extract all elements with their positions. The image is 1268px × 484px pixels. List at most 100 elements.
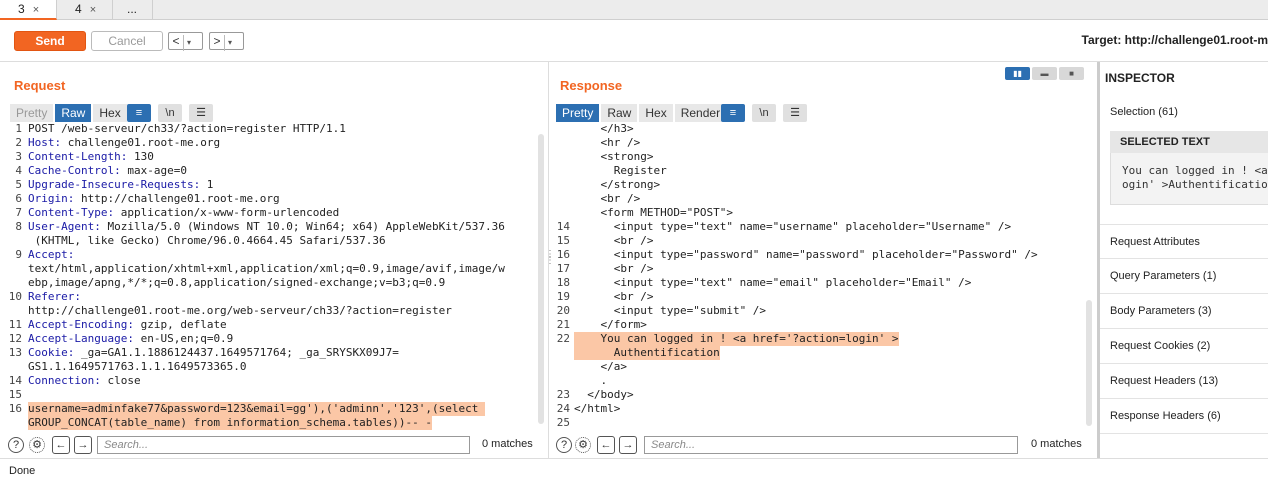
request-title: Request: [14, 78, 66, 93]
request-line: Accept-Language: en-US,en;q=0.9: [28, 332, 233, 346]
header-name: Content-Length:: [28, 150, 128, 163]
chevron-down-icon[interactable]: ▾: [183, 35, 194, 51]
response-format-tabs: Pretty Raw Hex Render: [556, 104, 727, 122]
request-line: Cache-Control: max-age=0: [28, 164, 187, 178]
line-number: 4: [15, 164, 22, 177]
response-line: <input type="submit" />: [574, 304, 767, 317]
response-scrollbar[interactable]: [1086, 300, 1092, 426]
newline-icon[interactable]: \n: [752, 104, 776, 122]
response-line: </form>: [574, 318, 647, 331]
format-hex[interactable]: Hex: [93, 104, 127, 122]
response-search-bar: ? ⚙ ← → Search... 0 matches: [548, 434, 1097, 456]
match-count: 0 matches: [1031, 438, 1082, 450]
tab-more[interactable]: ...: [113, 0, 153, 20]
line-number: 11: [8, 318, 22, 331]
drag-handle-icon[interactable]: ⋮⋮: [545, 249, 555, 266]
inspector-request-cookies[interactable]: Request Cookies (2): [1100, 329, 1268, 364]
line-number: 24: [556, 402, 570, 415]
format-render[interactable]: Render: [674, 104, 727, 122]
response-title: Response: [560, 78, 623, 93]
request-line: Content-Type: application/x-www-form-url…: [28, 206, 339, 220]
line-number: 7: [15, 206, 22, 219]
tab-3[interactable]: 3×: [0, 0, 57, 20]
inspector-query-parameters[interactable]: Query Parameters (1): [1100, 259, 1268, 294]
layout-side-by-side-icon[interactable]: ▮▮: [1005, 67, 1030, 80]
forward-button[interactable]: >▾: [209, 32, 244, 51]
request-search-input[interactable]: Search...: [97, 436, 470, 454]
response-line: </a>: [574, 360, 627, 373]
request-line: (KHTML, like Gecko) Chrome/96.0.4664.45 …: [28, 234, 386, 248]
cancel-button[interactable]: Cancel: [91, 31, 163, 51]
selected-text-label[interactable]: SELECTED TEXT: [1110, 131, 1268, 153]
line-value: GS1.1.1649571763.1.1.1649573365.0: [28, 360, 247, 373]
format-raw[interactable]: Raw: [601, 104, 638, 122]
tab-4[interactable]: 4×: [57, 0, 113, 20]
request-line: ebp,image/apng,*/*;q=0.8,application/sig…: [28, 276, 445, 290]
request-line-text: POST /web-serveur/ch33/?action=register …: [28, 124, 346, 135]
back-button[interactable]: <▾: [168, 32, 203, 51]
newline-icon[interactable]: \n: [158, 104, 182, 122]
next-match-button[interactable]: →: [619, 436, 637, 454]
wrap-icon[interactable]: ≡: [127, 104, 151, 122]
request-editor[interactable]: 1 POST /web-serveur/ch33/?action=register…: [0, 124, 535, 432]
line-number: 20: [556, 304, 570, 317]
response-line: Register: [574, 164, 667, 177]
line-number: 23: [556, 388, 570, 401]
response-line: </h3>: [574, 124, 634, 135]
inspector-request-attributes[interactable]: Request Attributes: [1100, 224, 1268, 259]
line-number: 15: [8, 388, 22, 401]
request-line: GROUP_CONCAT(table_name) from informatio…: [28, 416, 432, 430]
send-button[interactable]: Send: [14, 31, 86, 51]
chevron-down-icon[interactable]: ▾: [224, 35, 235, 51]
inspector-title: INSPECTOR: [1105, 71, 1175, 85]
request-line: Connection: close: [28, 374, 141, 388]
line-value: http://challenge01.root-me.org: [74, 192, 280, 205]
layout-stacked-icon[interactable]: ▬: [1032, 67, 1057, 80]
line-number: 19: [556, 290, 570, 303]
layout-toggle: ▮▮ ▬ ■: [1005, 67, 1084, 80]
line-number: 17: [556, 262, 570, 275]
header-name: Accept:: [28, 248, 75, 261]
gear-icon[interactable]: ⚙: [575, 437, 591, 453]
layout-tabs-icon[interactable]: ■: [1059, 67, 1084, 80]
response-search-input[interactable]: Search...: [644, 436, 1018, 454]
line-number: 12: [8, 332, 22, 345]
line-value: 1: [200, 178, 214, 191]
close-icon[interactable]: ×: [89, 4, 97, 16]
request-scrollbar[interactable]: [538, 134, 544, 424]
format-hex[interactable]: Hex: [639, 104, 673, 122]
request-line: username=adminfake77&password=123&email=…: [28, 402, 485, 416]
line-value: close: [100, 374, 141, 387]
help-icon[interactable]: ?: [8, 437, 24, 453]
inspector-response-headers[interactable]: Response Headers (6): [1100, 399, 1268, 434]
format-pretty[interactable]: Pretty: [10, 104, 54, 122]
selection-row[interactable]: Selection (61): [1110, 106, 1178, 118]
response-editor[interactable]: </h3> <hr /> <strong> Register </strong>…: [548, 124, 1083, 432]
inspector-request-headers[interactable]: Request Headers (13): [1100, 364, 1268, 399]
menu-icon[interactable]: ☰: [783, 104, 807, 122]
prev-match-button[interactable]: ←: [597, 436, 615, 454]
format-raw[interactable]: Raw: [55, 104, 92, 122]
next-match-button[interactable]: →: [74, 436, 92, 454]
request-line: text/html,application/xhtml+xml,applicat…: [28, 262, 505, 276]
target-label[interactable]: Target: http://challenge01.root-m: [1081, 33, 1268, 47]
menu-icon[interactable]: ☰: [189, 104, 213, 122]
format-pretty[interactable]: Pretty: [556, 104, 600, 122]
response-line: </html>: [574, 402, 621, 415]
close-icon[interactable]: ×: [32, 4, 40, 16]
line-value: username=adminfake77&password=123&email=…: [28, 402, 485, 415]
response-line: <input type="text" name="username" place…: [574, 220, 1012, 233]
response-line: <br />: [574, 192, 641, 205]
response-line: <input type="text" name="email" placehol…: [574, 276, 972, 289]
prev-match-button[interactable]: ←: [52, 436, 70, 454]
line-number: 16: [556, 248, 570, 261]
inspector-divider[interactable]: [1097, 62, 1100, 458]
request-line: Upgrade-Insecure-Requests: 1: [28, 178, 213, 192]
header-name: Upgrade-Insecure-Requests:: [28, 178, 201, 191]
panel-divider[interactable]: [548, 62, 549, 458]
inspector-body-parameters[interactable]: Body Parameters (3): [1100, 294, 1268, 329]
tab-label: 4: [75, 2, 82, 16]
wrap-icon[interactable]: ≡: [721, 104, 745, 122]
help-icon[interactable]: ?: [556, 437, 572, 453]
gear-icon[interactable]: ⚙: [29, 437, 45, 453]
